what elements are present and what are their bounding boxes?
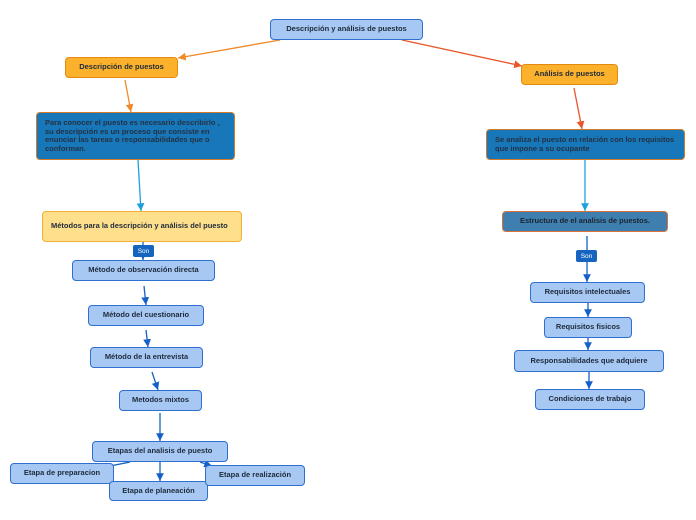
connector-text-metodos bbox=[136, 159, 145, 212]
estructura-node[interactable]: Estructura de el analisis de puestos. bbox=[502, 211, 668, 232]
entrevista-node[interactable]: Método de la entrevista bbox=[90, 347, 203, 368]
son-tag-left: Son bbox=[133, 245, 154, 257]
etapas-node[interactable]: Etapas del analisis de puesto bbox=[92, 441, 228, 462]
preparacion-node[interactable]: Etapa de preparacion bbox=[10, 463, 114, 484]
cuestionario-node[interactable]: Método del cuestionario bbox=[88, 305, 204, 326]
connector-root-descripcion bbox=[177, 39, 281, 61]
root-node[interactable]: Descripción y análisis de puestos bbox=[270, 19, 423, 40]
analisis-node[interactable]: Análisis de puestos bbox=[521, 64, 618, 85]
intelectuales-node[interactable]: Requisitos intelectuales bbox=[530, 282, 645, 303]
planeacion-node[interactable]: Etapa de planeación bbox=[109, 481, 208, 501]
mixtos-node[interactable]: Metodos mixtos bbox=[119, 390, 202, 411]
observacion-node[interactable]: Método de observación directa bbox=[72, 260, 215, 281]
descripcion-text-node[interactable]: Para conocer el puesto es necesario desc… bbox=[36, 112, 235, 160]
descripcion-node[interactable]: Descripción de puestos bbox=[65, 57, 178, 78]
son-tag-right: Son bbox=[576, 250, 597, 262]
connector-cuestionario-entrevista bbox=[143, 329, 151, 348]
responsabilidades-node[interactable]: Responsabilidades que adquiere bbox=[514, 350, 664, 372]
connector-analisis-text bbox=[573, 87, 585, 130]
connector-entrevista-mixtos bbox=[151, 371, 160, 391]
connector-descripcion-text bbox=[124, 79, 134, 113]
fisicos-node[interactable]: Requisitos fisicos bbox=[544, 317, 632, 338]
condiciones-node[interactable]: Condiciones de trabajo bbox=[535, 389, 645, 410]
analisis-text-node[interactable]: Se analiza el puesto en relación con los… bbox=[486, 129, 685, 160]
connector-observacion-cuestionario bbox=[141, 285, 150, 306]
metodos-node[interactable]: Métodos para la descripción y análisis d… bbox=[42, 211, 242, 242]
realizacion-node[interactable]: Etapa de realización bbox=[205, 465, 305, 486]
connector-root-analisis bbox=[401, 39, 523, 69]
